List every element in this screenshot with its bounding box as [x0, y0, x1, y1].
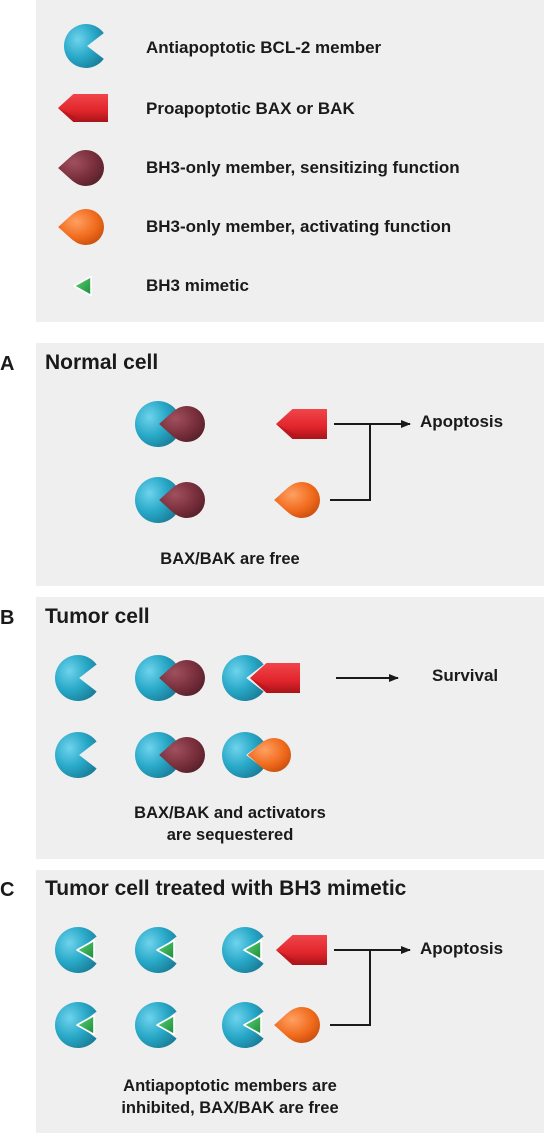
panel-c-letter: C [0, 879, 15, 901]
panel-a-proapoptotic-icon [276, 409, 327, 439]
legend-label-mimetic: BH3 mimetic [146, 276, 249, 295]
panel-b-letter: B [0, 607, 15, 629]
panel-a-sensitizer-icon [159, 406, 205, 442]
panel-c-mimetic-icon [156, 1014, 175, 1036]
panel-c-title: Tumor cell treated with BH3 mimetic [45, 877, 407, 900]
panel-c-anti-icon [135, 1002, 177, 1048]
panel-c-proapoptotic-icon [276, 935, 327, 965]
panel-b-anti-icon [134, 732, 177, 778]
panel-c-mimetic-icon [76, 939, 95, 961]
legend-label-sensitizer: BH3-only member, sensitizing function [146, 158, 460, 177]
panel-b-title: Tumor cell [45, 605, 150, 628]
legend-proapoptotic-icon [58, 94, 108, 122]
panel-a-caption: BAX/BAK are free [160, 550, 300, 568]
panel-b-caption-line2: are sequestered [166, 826, 294, 844]
panel-a-title: Normal cell [45, 351, 159, 374]
panel-a-connector [330, 424, 371, 501]
legend-mimetic-icon [73, 275, 92, 297]
panel-a-activator-icon [274, 482, 320, 518]
panel-b-caption-line1: BAX/BAK and activators [134, 804, 326, 822]
panel-b-anti-icon [221, 655, 264, 701]
panel-b [36, 597, 544, 859]
legend-label-activator: BH3-only member, activating function [146, 217, 452, 236]
panel-c [36, 870, 544, 1133]
panel-c-caption-line2: inhibited, BAX/BAK are free [121, 1099, 339, 1117]
legend-sensitizer-icon [58, 150, 104, 186]
panel-c-caption-line1: Antiapoptotic members are [123, 1077, 337, 1095]
panel-b-anti-icon [221, 732, 264, 778]
legend-activator-icon [58, 209, 104, 245]
legend-antiapoptotic-icon [64, 24, 104, 69]
panel-c-mimetic-icon [243, 1014, 262, 1036]
panel-c-mimetic-icon [243, 939, 262, 961]
panel-c-mimetic-icon [76, 1014, 95, 1036]
panel-b-caption: BAX/BAK and activators are sequestered [36, 802, 424, 846]
panel-a-anti-icon [135, 476, 177, 523]
panel-b-anti-icon [134, 655, 177, 701]
panel-a-anti-icon [135, 401, 177, 448]
panel-c-mimetic-icon [156, 939, 175, 961]
panel-c-anti-icon [222, 1002, 264, 1048]
panel-a-letter: A [0, 353, 15, 375]
panel-c-outcome: Apoptosis [420, 939, 504, 958]
panel-c-activator-icon [274, 1007, 320, 1043]
panel-b-outcome: Survival [432, 666, 499, 685]
panel-b-activator-icon [247, 738, 291, 772]
panel-c-caption: Antiapoptotic members are inhibited, BAX… [36, 1075, 424, 1119]
legend-label-proapoptotic: Proapoptotic BAX or BAK [146, 99, 355, 118]
legend-label-antiapoptotic: Antiapoptotic BCL-2 member [146, 38, 382, 57]
panel-c-connector [330, 950, 371, 1026]
panel-b-sensitizer-icon [159, 660, 205, 696]
panel-b-anti-icon [54, 655, 97, 701]
panel-b-anti-icon [54, 732, 97, 778]
panel-c-anti-icon [54, 927, 97, 974]
panel-c-anti-icon [134, 927, 177, 974]
panel-a-outcome: Apoptosis [420, 412, 504, 431]
panel-a [36, 343, 544, 586]
legend-panel [36, 0, 544, 322]
panel-a-sensitizer-icon [159, 482, 205, 518]
panel-b-sensitizer-icon [159, 737, 205, 773]
panel-c-anti-icon [55, 1002, 97, 1048]
panel-b-proapoptotic-icon [250, 663, 300, 693]
panel-c-anti-icon [221, 927, 264, 974]
